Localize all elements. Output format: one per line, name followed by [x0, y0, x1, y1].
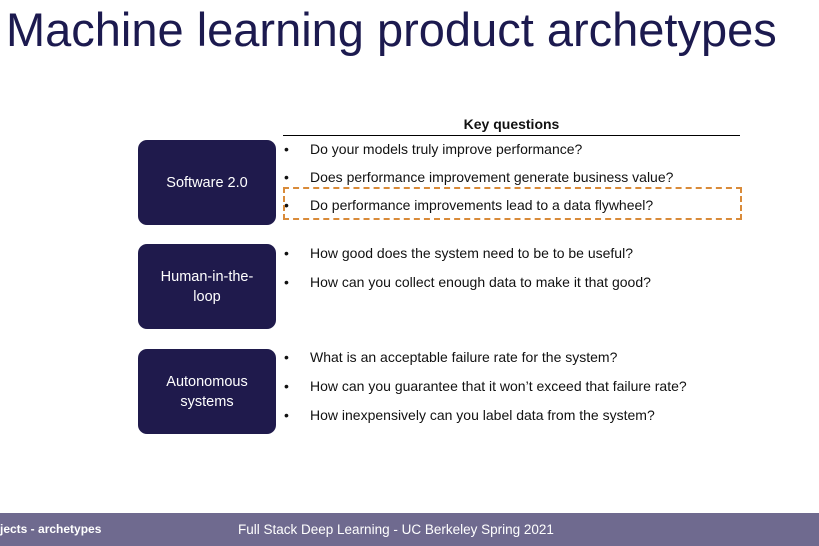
- footer-bar: jects - archetypes Full Stack Deep Learn…: [0, 513, 819, 546]
- archetype-label-line-2: systems: [180, 393, 234, 410]
- question-text: How can you guarantee that it won’t exce…: [310, 378, 687, 394]
- archetype-label-line-2: loop: [193, 288, 221, 305]
- footer-course-title: Full Stack Deep Learning - UC Berkeley S…: [238, 522, 554, 537]
- archetype-box-human-in-the-loop: Human-in-the- loop: [138, 244, 276, 329]
- question-text: What is an acceptable failure rate for t…: [310, 349, 618, 365]
- highlight-dashed-outline: [283, 187, 742, 220]
- archetype-label: Software 2.0: [166, 174, 248, 191]
- bullet: •: [284, 169, 289, 185]
- key-questions-header: Key questions: [283, 114, 740, 136]
- footer-section-label: jects - archetypes: [0, 522, 102, 536]
- question-text: How can you collect enough data to make …: [310, 274, 651, 290]
- question-text: How good does the system need to be to b…: [310, 245, 633, 261]
- slide-title: Machine learning product archetypes: [6, 3, 777, 56]
- bullet: •: [284, 274, 289, 290]
- question-text: Do performance improvements lead to a da…: [310, 197, 654, 213]
- bullet: •: [284, 141, 289, 157]
- bullet: •: [284, 407, 289, 423]
- bullet: •: [284, 197, 289, 213]
- question-text: How inexpensively can you label data fro…: [310, 407, 655, 423]
- question-text: Does performance improvement generate bu…: [310, 169, 674, 185]
- question-text: Do your models truly improve performance…: [310, 141, 583, 157]
- bullet: •: [284, 245, 289, 261]
- bullet: •: [284, 349, 289, 365]
- archetype-label-line-1: Autonomous: [166, 373, 248, 390]
- archetype-box-software-2-0: Software 2.0: [138, 140, 276, 225]
- archetype-box-autonomous-systems: Autonomous systems: [138, 349, 276, 434]
- bullet: •: [284, 378, 289, 394]
- archetype-label-line-1: Human-in-the-: [160, 268, 254, 285]
